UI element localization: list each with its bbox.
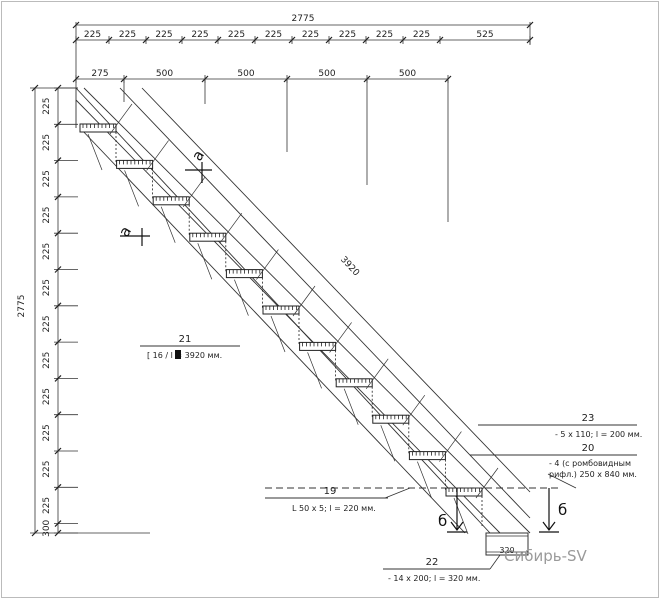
watermark: Сибирь-SV — [504, 547, 588, 565]
left-segment-dim: 225 — [42, 279, 52, 296]
left-segment-dim: 225 — [42, 98, 52, 115]
callout-23: 23 - 5 x 110; l = 200 мм. — [478, 413, 642, 439]
svg-text:- 14 x 200; l = 320 мм.: - 14 x 200; l = 320 мм. — [388, 574, 480, 583]
callout-19: 19 L 50 x 5; l = 220 мм. — [265, 486, 388, 513]
section-label-a-lower: а — [115, 223, 135, 240]
tread-group — [79, 103, 499, 535]
section-mark-b-left — [447, 488, 467, 533]
tread — [79, 103, 133, 171]
tread — [152, 176, 206, 243]
second-row-labels: 275 500 500 500 500 — [91, 69, 416, 79]
tread — [408, 431, 462, 498]
svg-text:рифл.) 250 x 840 мм.: рифл.) 250 x 840 мм. — [549, 470, 637, 479]
svg-text:19: 19 — [324, 486, 337, 497]
svg-text:- 4 (с ромбовидным: - 4 (с ромбовидным — [549, 459, 631, 468]
second-row-dim: 500 — [318, 69, 335, 79]
top-segment-dim: 225 — [84, 30, 101, 40]
left-segment-dim: 300 — [42, 519, 52, 536]
svg-text:- 5 x 110; l = 200 мм.: - 5 x 110; l = 200 мм. — [555, 430, 642, 439]
top-segment-dim: 225 — [228, 30, 245, 40]
top-segment-dim: 225 — [376, 30, 393, 40]
tread — [116, 140, 169, 207]
top-segment-dim: 225 — [302, 30, 319, 40]
callout-20: 20 - 4 (с ромбовидным рифл.) 250 x 840 м… — [470, 443, 637, 489]
top-dimension-chain — [72, 21, 534, 88]
svg-text:22: 22 — [426, 557, 439, 568]
left-segment-labels: 225 225 225 225 225 225 225 225 225 225 225 225 300 — [42, 98, 52, 537]
left-segment-dim: 225 — [42, 315, 52, 332]
left-segment-dim: 225 — [42, 243, 52, 260]
left-segment-dim: 225 — [42, 461, 52, 478]
second-row-dim: 500 — [399, 69, 416, 79]
tread — [335, 358, 389, 425]
base-plate-dim: 320 — [499, 546, 514, 555]
svg-text:[ 16 / l = 3920 мм.: [ 16 / l = 3920 мм. — [147, 351, 222, 360]
reference-verticals — [123, 79, 449, 222]
section-mark-a-upper — [185, 162, 212, 183]
top-segment-labels: 225 225 225 225 225 225 225 225 225 225 525 — [84, 30, 494, 40]
callout-22: 22 - 14 x 200; l = 320 мм. — [383, 554, 501, 583]
top-segment-dim: 225 — [339, 30, 356, 40]
svg-text:23: 23 — [582, 413, 595, 424]
callout-21: 21 [ 16 / l = 3920 мм. — [140, 334, 240, 360]
top-segment-dim: 225 — [119, 30, 136, 40]
svg-text:L 50 x 5; l = 220 мм.: L 50 x 5; l = 220 мм. — [292, 504, 376, 513]
top-total-dim: 2775 — [292, 14, 315, 24]
top-segment-dim: 225 — [265, 30, 282, 40]
left-segment-dim: 225 — [42, 424, 52, 441]
base-plate — [485, 532, 529, 556]
tread — [225, 249, 279, 316]
tread — [189, 212, 243, 280]
top-segment-dim: 525 — [476, 30, 493, 40]
section-label-a-upper: а — [188, 147, 208, 164]
tread — [372, 394, 426, 462]
tread — [299, 322, 352, 389]
top-segment-dim: 225 — [191, 30, 208, 40]
section-label-b-left: б — [438, 512, 447, 530]
left-dimension-chain — [30, 84, 150, 537]
section-mark-a-lower — [120, 228, 150, 246]
second-row-dim: 275 — [91, 69, 108, 79]
left-segment-dim: 225 — [42, 134, 52, 151]
top-segment-dim: 225 — [155, 30, 172, 40]
left-segment-dim: 225 — [42, 497, 52, 514]
top-segment-dim: 225 — [413, 30, 430, 40]
section-label-b-right: б — [558, 501, 567, 519]
stringer-lines — [75, 87, 531, 534]
left-segment-dim: 225 — [42, 352, 52, 369]
second-row-dim: 500 — [156, 69, 173, 79]
second-row-dim: 500 — [237, 69, 254, 79]
left-segment-dim: 225 — [42, 206, 52, 223]
tread — [262, 285, 316, 353]
section-mark-b-right — [539, 488, 559, 533]
second-dimension-chain — [72, 75, 452, 83]
tread — [445, 467, 499, 535]
diagonal-dim: 3920 — [338, 255, 361, 279]
left-segment-dim: 225 — [42, 170, 52, 187]
left-segment-dim: 225 — [42, 388, 52, 405]
left-total-dim: 2775 — [17, 295, 27, 318]
svg-text:21: 21 — [179, 334, 192, 345]
svg-text:20: 20 — [582, 443, 595, 454]
